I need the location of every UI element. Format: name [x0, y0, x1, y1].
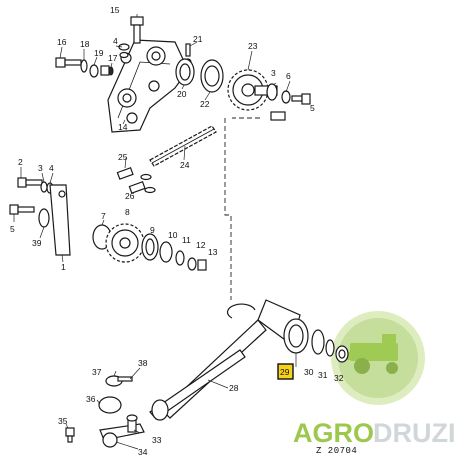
callout: 8: [125, 207, 130, 217]
callout: 5: [310, 103, 315, 113]
callout: 13: [208, 247, 218, 257]
callout: 14: [118, 122, 128, 132]
callout: 39: [32, 238, 42, 248]
sprocket-7: [92, 223, 145, 263]
callout: 28: [229, 383, 239, 393]
gear-housing: [107, 39, 189, 133]
callout: 4: [49, 163, 54, 173]
reference-code: Z 20704: [316, 446, 357, 456]
tie-rod-28: [149, 349, 246, 421]
seals-30-32: [311, 329, 349, 363]
callout: 4: [113, 36, 118, 46]
callout: 9: [150, 225, 155, 235]
right-fastener-stack: [266, 83, 311, 105]
callout: 20: [177, 89, 187, 99]
left-fastener-stack: [55, 57, 114, 78]
callout: 32: [334, 373, 344, 383]
callout: 15: [110, 5, 120, 15]
callout: 7: [101, 211, 106, 221]
callout-labels: 15 16 18 4 19 17 21 23 5 14 20 22 3 6 25…: [10, 5, 344, 457]
callout: 38: [138, 358, 148, 368]
bearing-22: [200, 59, 224, 93]
callout: 16: [57, 37, 67, 47]
callout: 12: [196, 240, 206, 250]
left-bolt-stack: [9, 177, 54, 228]
bearing-20: [175, 58, 195, 86]
callout: 26: [125, 191, 135, 201]
callout: 2: [18, 157, 23, 167]
callout: 23: [248, 41, 258, 51]
callout: 36: [86, 394, 96, 404]
centerline: [224, 118, 232, 300]
sprocket-23: [227, 69, 286, 121]
logo-text-agro: AGRO: [293, 418, 374, 448]
nut-37: [105, 375, 133, 387]
callout: 10: [168, 230, 178, 240]
bearing-29: [283, 318, 309, 354]
callout: 30: [304, 367, 314, 377]
ball-joint: [98, 396, 145, 448]
callout: 37: [92, 367, 102, 377]
callout: 25: [118, 152, 128, 162]
callout: 17: [108, 53, 118, 63]
highlight-box-29: [277, 363, 294, 380]
callout: 18: [80, 39, 90, 49]
chain-24: [149, 125, 217, 167]
callout: 5: [10, 224, 15, 234]
callout: 35: [58, 416, 68, 426]
logo-text-druzi: DRUZI: [373, 418, 456, 448]
callout: 6: [286, 71, 291, 81]
bearing-stack-9-13: [141, 233, 207, 271]
callout: 19: [94, 48, 104, 58]
callout: 29: [280, 367, 290, 377]
snap-ring-left: [226, 303, 256, 319]
callout: 22: [200, 99, 210, 109]
grease-nipple-35: [65, 427, 75, 443]
callout: 11: [182, 235, 191, 245]
callout: 21: [193, 34, 203, 44]
bolt-15: [130, 16, 144, 44]
chain-connector: [116, 167, 156, 194]
callout: 3: [38, 163, 43, 173]
leader-lines: [13, 14, 297, 450]
callout: 34: [138, 447, 148, 457]
callout: 31: [318, 370, 328, 380]
callout: 1: [61, 262, 66, 272]
callout: 33: [152, 435, 162, 445]
callout: 24: [180, 160, 190, 170]
stud-parts: [118, 43, 130, 59]
arm-1: [49, 184, 71, 256]
callout: 3: [271, 68, 276, 78]
